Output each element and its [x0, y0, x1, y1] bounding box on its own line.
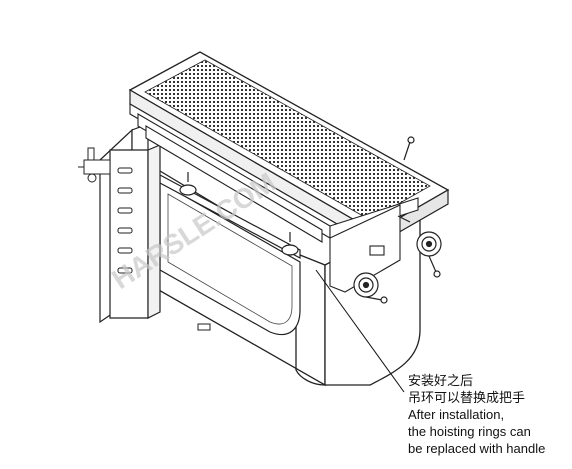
note-en-line-3: be replaced with handle: [408, 441, 546, 456]
hoisting-ring-top: [397, 136, 415, 223]
hoisting-ring-left: [179, 172, 197, 196]
base-foot: [197, 323, 211, 331]
note-en-line-2: the hoisting rings can: [408, 424, 531, 439]
frame-layers: [129, 103, 419, 257]
window-panel-inner: [167, 193, 293, 325]
hoisting-ring-right: [281, 232, 299, 256]
handwheel-upper: [416, 231, 442, 278]
handwheel-lower: [353, 272, 388, 304]
left-bracket: [78, 147, 111, 183]
note-cn-line-1: 安装好之后: [408, 373, 474, 388]
top-deck: [128, 51, 450, 248]
installation-note: 安装好之后 吊环可以替换成把手 After installation, the …: [408, 372, 545, 457]
note-en-line-1: After installation,: [408, 407, 505, 422]
window-panel: [159, 180, 301, 336]
leader-line: [315, 269, 405, 393]
note-cn-line-2: 吊环可以替换成把手: [408, 390, 526, 405]
slotted-column: [109, 144, 161, 319]
